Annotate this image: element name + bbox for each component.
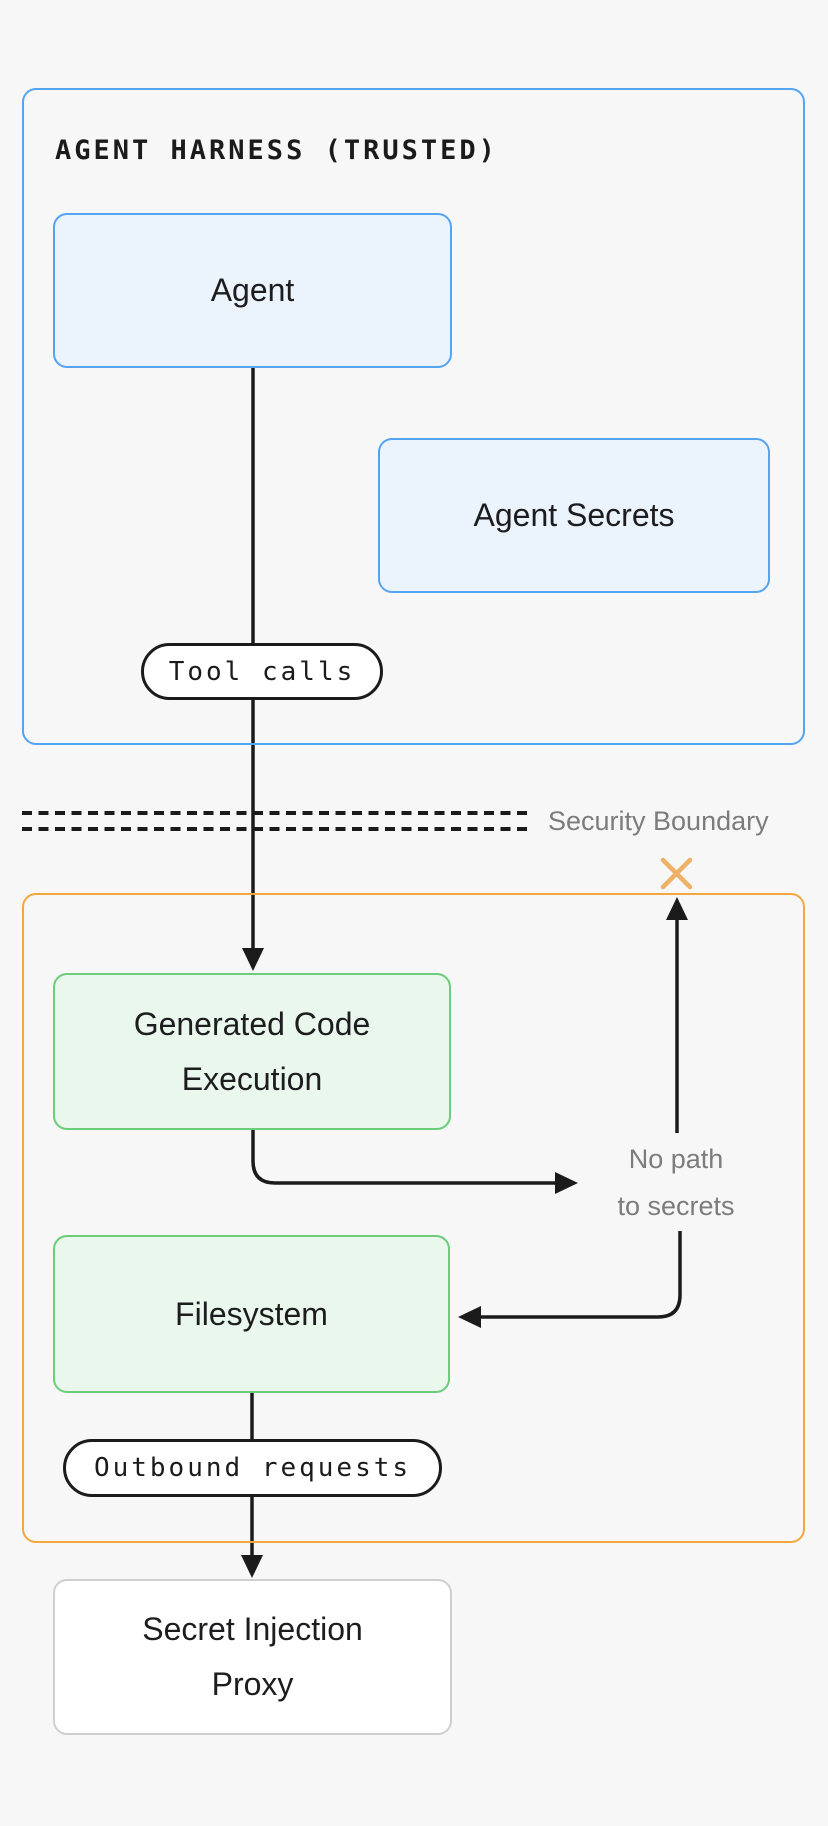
no-path-annotation-line1: No path (628, 1144, 724, 1174)
filesystem-node-label: Filesystem (175, 1295, 328, 1332)
security-boundary-label: Security Boundary (548, 806, 769, 836)
generated-code-execution-node: Generated Code Execution (53, 973, 451, 1130)
proxy-node-line1: Secret Injection (142, 1611, 363, 1647)
secret-injection-proxy-node: Secret Injection Proxy (53, 1579, 452, 1735)
tool-calls-pill: Tool calls (141, 643, 383, 700)
blocked-cross-icon (660, 857, 693, 890)
arrow-no-path-to-secrets (666, 897, 688, 1133)
outbound-requests-pill-label: Outbound requests (93, 1453, 412, 1483)
arrow-to-filesystem (458, 1231, 682, 1328)
security-boundary-dashes (22, 811, 533, 831)
proxy-node-line2: Proxy (211, 1666, 294, 1702)
agent-secrets-node-label: Agent Secrets (473, 497, 675, 533)
agent-harness-title: AGENT HARNESS (TRUSTED) (55, 135, 498, 166)
agent-node: Agent (53, 213, 452, 368)
filesystem-node: Filesystem (53, 1235, 450, 1393)
agent-secrets-node: Agent Secrets (378, 438, 770, 593)
tool-calls-pill-label: Tool calls (168, 656, 356, 687)
no-path-annotation-line2: to secrets (617, 1191, 735, 1221)
generated-code-line1: Generated Code (133, 1005, 371, 1042)
arrow-generated-code-right (251, 1130, 578, 1194)
generated-code-line2: Execution (181, 1060, 323, 1097)
agent-harness-group (22, 88, 805, 745)
no-path-annotation: No path to secrets (566, 1136, 786, 1230)
sandbox-group (22, 893, 805, 1543)
agent-node-label: Agent (210, 272, 295, 308)
outbound-requests-pill: Outbound requests (63, 1439, 442, 1497)
